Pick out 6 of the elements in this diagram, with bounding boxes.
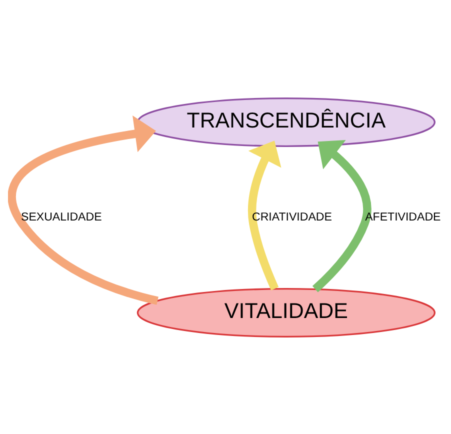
arrow	[248, 140, 282, 290]
edge-label: SEXUALIDADE	[21, 211, 102, 224]
node-ellipse: TRANSCENDÊNCIA	[136, 96, 436, 146]
node-ellipse: VITALIDADE	[136, 288, 436, 338]
arrow	[8, 115, 159, 304]
arrow	[312, 140, 372, 292]
